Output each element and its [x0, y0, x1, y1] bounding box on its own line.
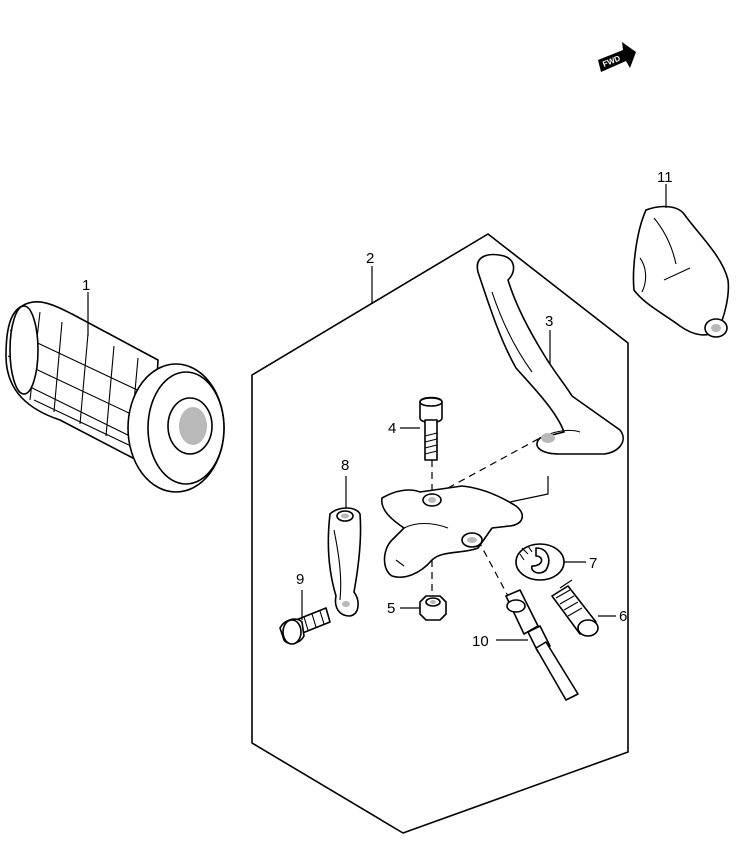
adjuster-nut — [515, 543, 565, 581]
callout-2: 2 — [366, 250, 374, 267]
handlebar-grip — [5, 301, 225, 493]
lever-cover — [632, 205, 730, 338]
callout-6: 6 — [619, 608, 627, 625]
callout-10: 10 — [472, 633, 489, 650]
fwd-arrow-icon: FWD — [598, 42, 636, 72]
callout-3: 3 — [545, 313, 553, 330]
clamp-bolt — [279, 607, 331, 645]
callout-8: 8 — [341, 457, 349, 474]
leader-lines — [87, 184, 667, 641]
callout-5: 5 — [387, 600, 395, 617]
callout-4: 4 — [388, 420, 396, 437]
pivot-bolt — [419, 396, 443, 461]
cable-adjuster — [551, 579, 599, 637]
nut — [419, 595, 447, 621]
clutch-lever — [476, 253, 624, 455]
callout-7: 7 — [589, 555, 597, 572]
clutch-cable — [505, 589, 579, 701]
lever-holder — [381, 485, 523, 578]
callout-9: 9 — [296, 571, 304, 588]
callout-1: 1 — [82, 277, 90, 294]
assembly-guides — [431, 437, 549, 597]
clamp — [327, 507, 362, 617]
assembly-boundary — [251, 233, 629, 834]
callout-11: 11 — [657, 169, 673, 186]
